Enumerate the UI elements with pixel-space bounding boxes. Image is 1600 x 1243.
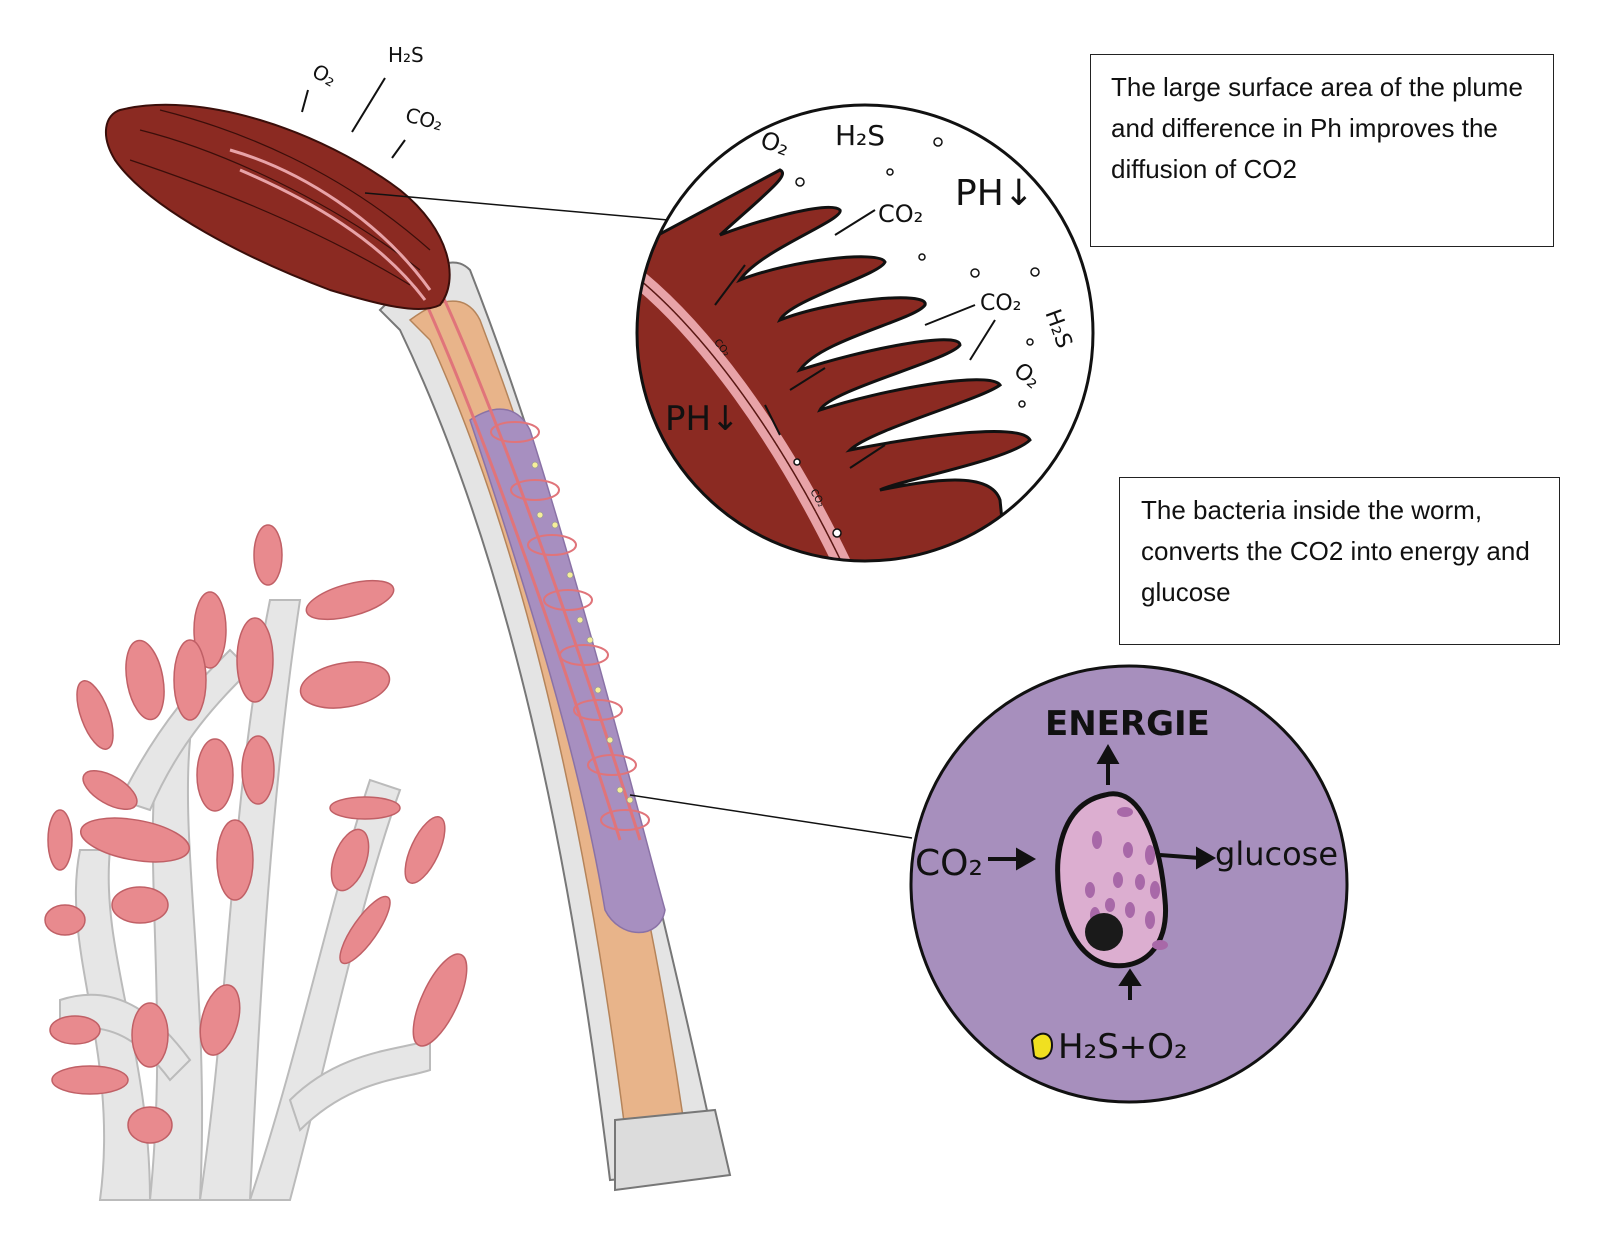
plume-explanation-text: The large surface area of the plume and … bbox=[1111, 72, 1523, 184]
colony-plumes bbox=[44, 524, 468, 1144]
o2-label: O₂ bbox=[308, 59, 341, 92]
h2s-o2-input-label: H₂S+O₂ bbox=[1058, 1027, 1188, 1067]
plume-zoom-circle: O₂ H₂S PH↓ CO₂ CO₂ H₂S O₂ PH↓ CO₂ CO₂ bbox=[635, 103, 1095, 563]
tube-base bbox=[614, 1108, 732, 1192]
energie-label: ENERGIE bbox=[1045, 704, 1210, 744]
bacteria-explanation-text: The bacteria inside the worm, converts t… bbox=[1141, 495, 1530, 607]
gas-arrows bbox=[301, 77, 406, 159]
gas-labels: O₂ H₂S CO₂ bbox=[301, 43, 446, 159]
bacteria-zoom-circle: ENERGIE CO₂ glucose H₂S+O₂ bbox=[909, 664, 1349, 1104]
cell-granules bbox=[1085, 807, 1168, 950]
co2-label: CO₂ bbox=[980, 291, 1022, 316]
reaction-arrows bbox=[988, 743, 1217, 1000]
plume-callout-line bbox=[364, 192, 669, 221]
co2-label: CO₂ bbox=[403, 103, 446, 136]
trophosome-callout-line bbox=[629, 794, 913, 839]
plume-explanation-box: The large surface area of the plume and … bbox=[1090, 54, 1554, 247]
diffusion-arrows bbox=[714, 209, 996, 469]
tubeworm-colony bbox=[59, 599, 431, 1201]
co2-label: CO₂ bbox=[878, 200, 923, 228]
gas-bubbles bbox=[793, 137, 1040, 538]
cell-nucleus bbox=[1085, 913, 1123, 951]
glucose-output-label: glucose bbox=[1215, 835, 1338, 873]
ph-outside-label: PH↓ bbox=[955, 173, 1034, 214]
ph-inside-label: PH↓ bbox=[665, 399, 740, 439]
bacteria-explanation-box: The bacteria inside the worm, converts t… bbox=[1119, 477, 1560, 645]
tubeworm bbox=[104, 103, 732, 1192]
bacterium-cell bbox=[1055, 791, 1169, 969]
sulfur-icon bbox=[1030, 1032, 1054, 1060]
co2-input-label: CO₂ bbox=[915, 843, 983, 884]
h2s-label: H₂S bbox=[835, 119, 885, 152]
h2s-label: H₂S bbox=[388, 43, 424, 67]
